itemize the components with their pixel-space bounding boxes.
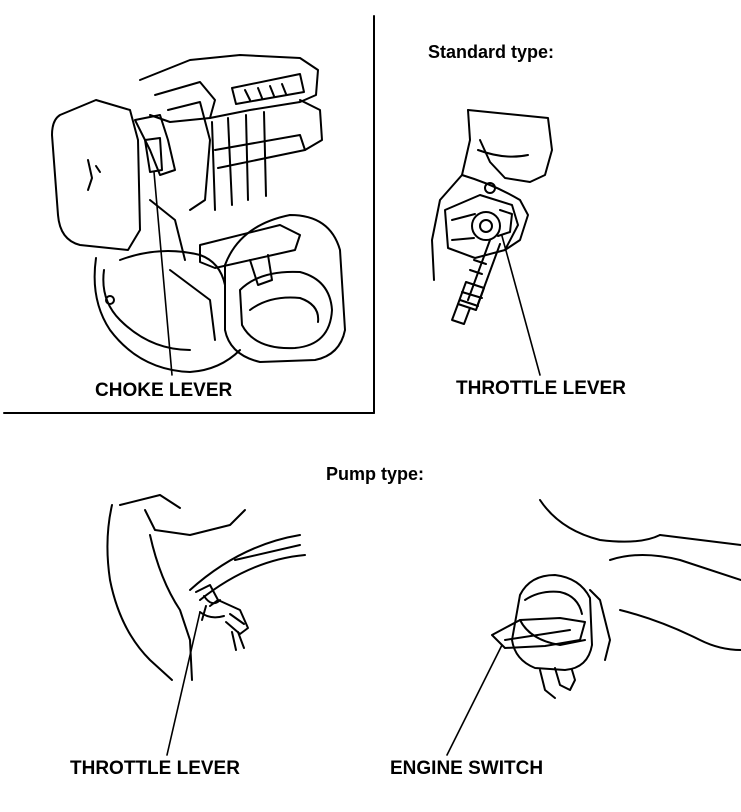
standard-throttle-lever-label: THROTTLE LEVER bbox=[456, 378, 626, 399]
engine-switch-label: ENGINE SWITCH bbox=[390, 758, 544, 779]
choke-lever-label: CHOKE LEVER bbox=[95, 380, 233, 401]
pump-throttle-illustration bbox=[106, 494, 306, 756]
pump-throttle-lever-label: THROTTLE LEVER bbox=[70, 758, 240, 779]
pump-type-header: Pump type: bbox=[326, 464, 425, 484]
choke-panel-frame bbox=[3, 15, 375, 414]
standard-throttle-illustration bbox=[431, 109, 553, 376]
standard-type-header: Standard type: bbox=[428, 42, 555, 62]
engine-switch-illustration bbox=[446, 499, 741, 756]
choke-lever-illustration bbox=[51, 54, 346, 376]
